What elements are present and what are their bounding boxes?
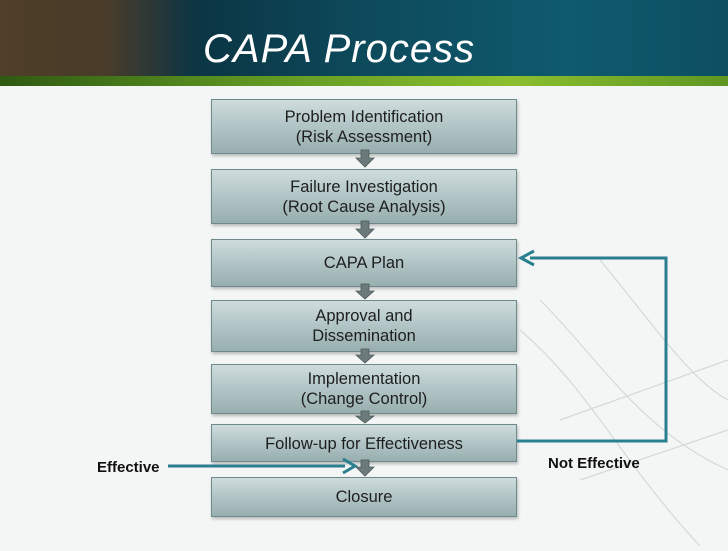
page-title: CAPA Process [203,27,476,71]
title-bar-photo-fade [0,0,200,86]
step-label: Problem Identification (Risk Assessment) [284,107,444,146]
step-implementation: Implementation (Change Control) [211,364,517,414]
title-bar: CAPA Process [0,0,728,86]
effective-label: Effective [97,459,160,476]
not-effective-label: Not Effective [548,455,640,472]
title-accent-rule [0,76,728,86]
step-failure-investigation: Failure Investigation (Root Cause Analys… [211,169,517,224]
step-label: Approval and Dissemination [312,307,416,345]
step-problem-identification: Problem Identification (Risk Assessment) [211,99,517,154]
step-label: Follow-up for Effectiveness [265,435,463,453]
step-label: Implementation (Change Control) [300,370,428,408]
step-label: CAPA Plan [323,254,405,272]
step-label: Failure Investigation (Root Cause Analys… [282,177,446,216]
step-approval-dissemination: Approval and Dissemination [211,300,517,352]
step-label: Closure [335,488,393,506]
step-follow-up: Follow-up for Effectiveness [211,424,517,462]
step-capa-plan: CAPA Plan [211,239,517,287]
step-closure: Closure [211,477,517,517]
